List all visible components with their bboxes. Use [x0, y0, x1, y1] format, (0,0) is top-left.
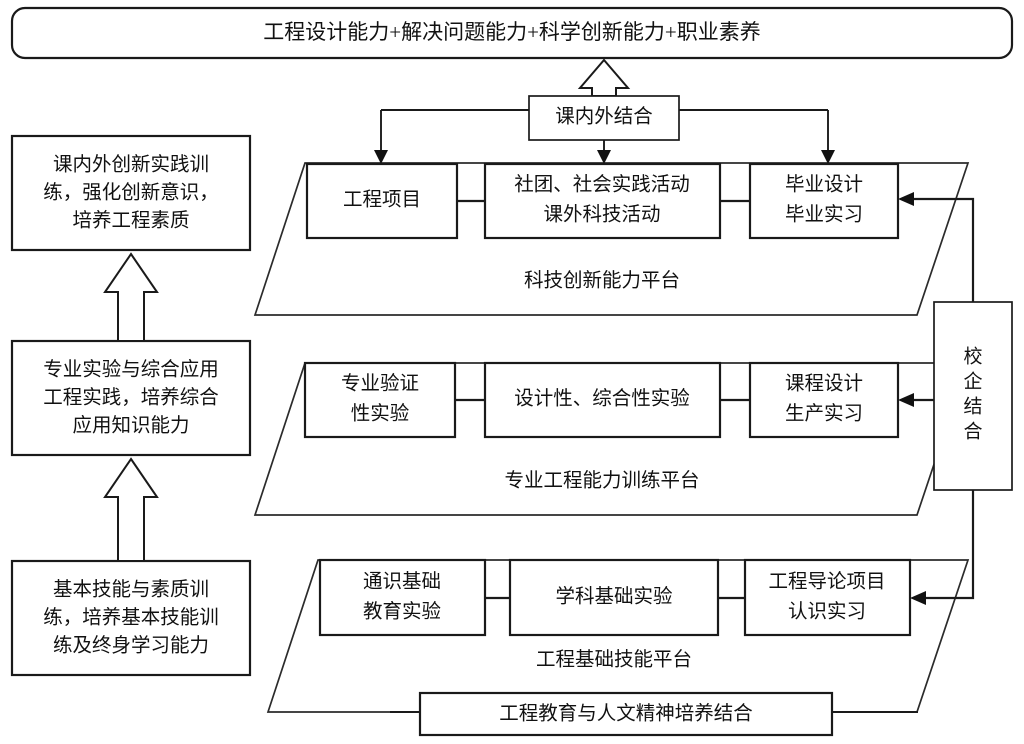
banner-up-block-arrow	[577, 58, 631, 97]
platform-basic-label: 工程基础技能平台	[536, 648, 692, 670]
node-verification-experiment-line-2: 性实验	[351, 402, 410, 424]
node-discipline-basic-experiment-box	[508, 558, 720, 637]
school-enterprise-to-row3-line	[920, 490, 975, 600]
node-general-education-experiment-line-1: 通识基础	[363, 570, 441, 592]
node-verification-experiment-box	[303, 361, 457, 439]
node-course-design-production-line-1: 课程设计	[785, 372, 863, 394]
goal-basic-line-3: 练及终身学习能力	[53, 634, 209, 656]
node-engineering-project-box	[305, 162, 459, 240]
node-general-education-experiment-box	[318, 558, 487, 637]
goal-professional-line-3: 应用知识能力	[72, 414, 189, 436]
platform-innovation-label: 科技创新能力平台	[524, 269, 680, 291]
humanities-node-label: 工程教育与人文精神培养结合	[499, 702, 753, 724]
combine-node-label: 课内外结合	[555, 105, 653, 127]
school-enterprise-to-row3-arrowhead	[910, 591, 926, 605]
combine-node-box	[528, 95, 680, 141]
node-club-social-practice-line-2: 课外科技活动	[543, 203, 660, 225]
humanities-node-box	[418, 691, 834, 737]
goal-professional-line-2: 工程实践，培养综合	[43, 386, 219, 408]
goal-basic-box	[10, 559, 252, 677]
node-club-social-practice-line-1: 社团、社会实践活动	[514, 173, 690, 195]
goal-basic-line-1: 基本技能与素质训	[53, 578, 209, 600]
school-enterprise-node-box	[933, 301, 1013, 491]
combine-center-arrowhead	[597, 150, 611, 164]
node-engineering-intro-cognition-line-2: 认识实习	[788, 600, 866, 622]
node-discipline-basic-experiment-line-1: 学科基础实验	[555, 585, 672, 607]
goal-innovation-box	[10, 134, 252, 252]
school-enterprise-char-1: 校	[963, 345, 982, 367]
goal-basic-line-2: 练，培养基本技能训	[43, 606, 219, 628]
school-enterprise-char-4: 合	[963, 420, 982, 442]
goal-professional-to-innovation-block-arrow	[103, 252, 159, 342]
node-design-comprehensive-experiment-line-1: 设计性、综合性实验	[514, 387, 690, 409]
node-graduation-design-line-1: 毕业设计	[785, 173, 863, 195]
school-enterprise-char-3: 结	[963, 395, 982, 417]
node-engineering-intro-cognition-box	[743, 558, 912, 637]
node-engineering-intro-cognition-line-1: 工程导论项目	[768, 570, 885, 592]
goal-innovation-line-1: 课内外创新实践训	[53, 153, 209, 175]
combine-left-arrowhead	[374, 150, 388, 164]
node-course-design-production-line-2: 生产实习	[785, 402, 863, 424]
node-verification-experiment-line-1: 专业验证	[341, 372, 419, 394]
goal-innovation-line-2: 练，强化创新意识，	[43, 181, 219, 203]
goal-innovation-line-3: 培养工程素质	[72, 209, 189, 231]
title-banner-box	[10, 6, 1014, 60]
title-banner-label: 工程设计能力+解决问题能力+科学创新能力+职业素养	[263, 20, 761, 44]
school-enterprise-to-row1-arrowhead	[898, 192, 914, 206]
node-graduation-design-line-2: 毕业实习	[785, 203, 863, 225]
node-general-education-experiment-line-2: 教育实验	[363, 600, 441, 622]
combine-right-arrowhead	[821, 150, 835, 164]
goal-professional-box	[10, 339, 252, 457]
school-enterprise-char-2: 企	[963, 370, 982, 392]
node-engineering-project-line-1: 工程项目	[343, 188, 421, 210]
school-enterprise-to-row1-line	[908, 197, 975, 302]
platform-professional-label: 专业工程能力训练平台	[504, 469, 699, 491]
goal-basic-to-professional-block-arrow	[103, 457, 159, 562]
goal-professional-line-1: 专业实验与综合应用	[43, 358, 219, 380]
school-enterprise-to-row2-arrowhead	[898, 393, 914, 407]
